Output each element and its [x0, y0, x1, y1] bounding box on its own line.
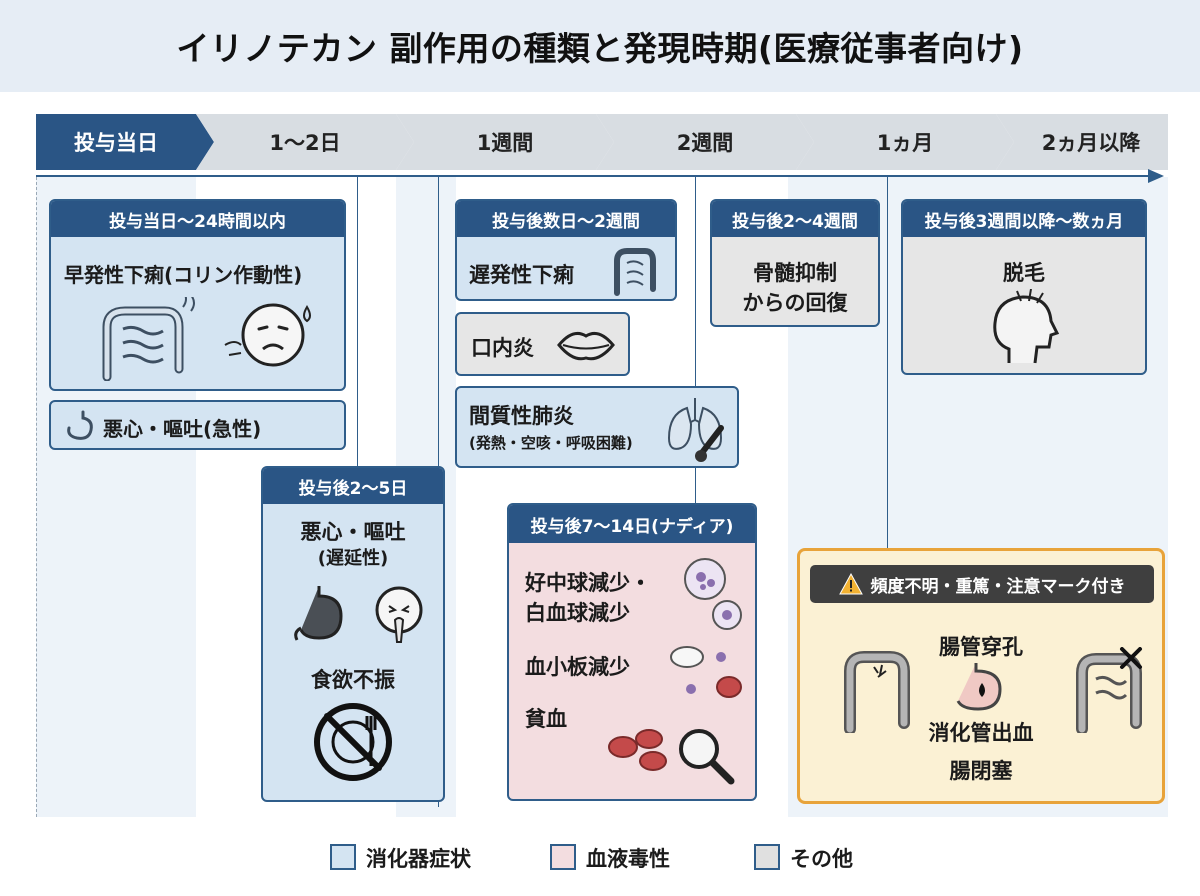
hair-loss-head-icon: [993, 289, 1060, 364]
no-eating-icon: [314, 703, 392, 781]
card-nadir: 投与後7〜14日(ナディア) 好中球減少・ 白血球減少 血小板減少 貧血: [507, 503, 757, 801]
card-nausea-acute: 悪心・嘔吐(急性): [49, 400, 346, 450]
symptom-delayed-nausea: 悪心・嘔吐: [300, 520, 406, 544]
legend-label-blood: 血液毒性: [586, 847, 670, 871]
magnifier-icon: [679, 729, 735, 785]
symptom-interstitial-pneumonia: 間質性肺炎: [469, 404, 574, 428]
platelet-icon: [670, 646, 742, 698]
stomach-icon: [67, 410, 93, 440]
warning-header: 頻度不明・重篤・注意マーク付き: [810, 565, 1154, 603]
card-header: 投与後2〜4週間: [712, 201, 878, 237]
symptom-early-diarrhea: 早発性下痢(コリン作動性): [64, 263, 303, 287]
vomiting-face-icon: [375, 586, 423, 643]
card-interstitial-pneumonia: 間質性肺炎 (発熱・空咳・呼吸困難): [455, 386, 739, 468]
card-header: 投与後7〜14日(ナディア): [509, 505, 755, 543]
phase-week2: 2週間: [596, 114, 814, 170]
bleeding-stomach-icon: [956, 663, 1002, 711]
symptom-thrombocytopenia: 血小板減少: [525, 655, 630, 679]
timeline-guide-week2: [695, 177, 696, 504]
lungs-icon: [667, 398, 723, 450]
timeline-guide-start: [36, 177, 37, 817]
legend-swatch-gi: [330, 844, 356, 870]
phase-week1: 1週間: [396, 114, 614, 170]
card-marrow-recovery: 投与後2〜4週間 骨髄抑制 からの回復: [710, 199, 880, 327]
phase-month1: 1ヵ月: [796, 114, 1014, 170]
perforated-intestine-icon: [844, 651, 910, 733]
sweating-face-icon: [224, 303, 311, 367]
card-day0-early-diarrhea: 投与当日〜24時間以内 早発性下痢(コリン作動性): [49, 199, 346, 391]
phase-day0: 投与当日: [36, 114, 214, 170]
symptom-gi-bleeding: 消化管出血: [928, 721, 1034, 745]
time-axis: [36, 175, 1154, 177]
stomach-icon: [294, 586, 343, 641]
card-header: 投与後数日〜2週間: [457, 201, 675, 237]
symptom-alopecia: 脱毛: [1003, 261, 1045, 285]
red-blood-cell-icon: [608, 729, 667, 771]
symptom-late-diarrhea: 遅発性下痢: [469, 263, 574, 287]
phase-month2-plus: 2ヵ月以降: [996, 114, 1168, 170]
legend-label-other: その他: [790, 847, 853, 871]
title-banner: イリノテカン 副作用の種類と発現時期(医療従事者向け): [0, 0, 1200, 92]
symptom-anorexia: 食欲不振: [311, 668, 395, 692]
symptom-neutropenia: 好中球減少・: [525, 571, 651, 595]
time-axis-arrowhead: [1148, 169, 1164, 183]
legend-swatch-other: [754, 844, 780, 870]
symptom-intestinal-perforation: 腸管穿孔: [939, 635, 1023, 659]
timeline-guide-day1: [357, 177, 358, 467]
warning-header-text: 頻度不明・重篤・注意マーク付き: [870, 576, 1126, 597]
card-header: 投与後2〜5日: [263, 468, 443, 504]
thermometer-icon: [695, 425, 724, 462]
symptom-stomatitis: 口内炎: [471, 336, 534, 360]
intestine-icon: [614, 248, 656, 296]
intestine-icon: [102, 297, 195, 381]
legend-label-gi: 消化器症状: [366, 847, 471, 871]
white-blood-cell-icon: [684, 558, 742, 630]
page-title: イリノテカン 副作用の種類と発現時期(医療従事者向け): [176, 29, 1024, 68]
card-stomatitis: 口内炎: [455, 312, 630, 376]
card-alopecia: 投与後3週間以降〜数ヵ月 脱毛: [901, 199, 1147, 375]
card-day2-5: 投与後2〜5日 悪心・嘔吐 (遅延性) 食欲不振: [261, 466, 445, 802]
symptom-ileus: 腸閉塞: [949, 759, 1013, 783]
symptom-delayed-nausea-note: (遅延性): [317, 548, 389, 569]
symptom-pneumonia-details: (発熱・空咳・呼吸困難): [469, 434, 633, 452]
timeline-guide-month1: [887, 177, 888, 549]
legend: 消化器症状 血液毒性 その他: [0, 836, 1200, 876]
symptom-anemia: 貧血: [525, 707, 567, 731]
card-late-diarrhea: 投与後数日〜2週間 遅発性下痢: [455, 199, 677, 301]
card-header: 投与後3週間以降〜数ヵ月: [903, 201, 1145, 237]
marrow-recovery-line1: 骨髄抑制: [753, 261, 837, 285]
marrow-recovery-line2: からの回復: [742, 291, 848, 315]
phase-day1-2: 1〜2日: [196, 114, 414, 170]
phase-timeline: 投与当日 1〜2日 1週間 2週間 1ヵ月 2ヵ月以降: [36, 114, 1168, 170]
legend-swatch-blood: [550, 844, 576, 870]
symptom-leukopenia: 白血球減少: [525, 601, 630, 625]
warning-icon: [838, 573, 863, 595]
obstructed-intestine-icon: [1076, 647, 1142, 733]
card-serious-warning: 頻度不明・重篤・注意マーク付き 腸管穿孔 消化管出血 腸閉塞: [797, 548, 1165, 804]
lips-icon: [557, 332, 615, 361]
symptom-nausea-acute: 悪心・嘔吐(急性): [103, 417, 262, 441]
card-header: 投与当日〜24時間以内: [51, 201, 344, 237]
